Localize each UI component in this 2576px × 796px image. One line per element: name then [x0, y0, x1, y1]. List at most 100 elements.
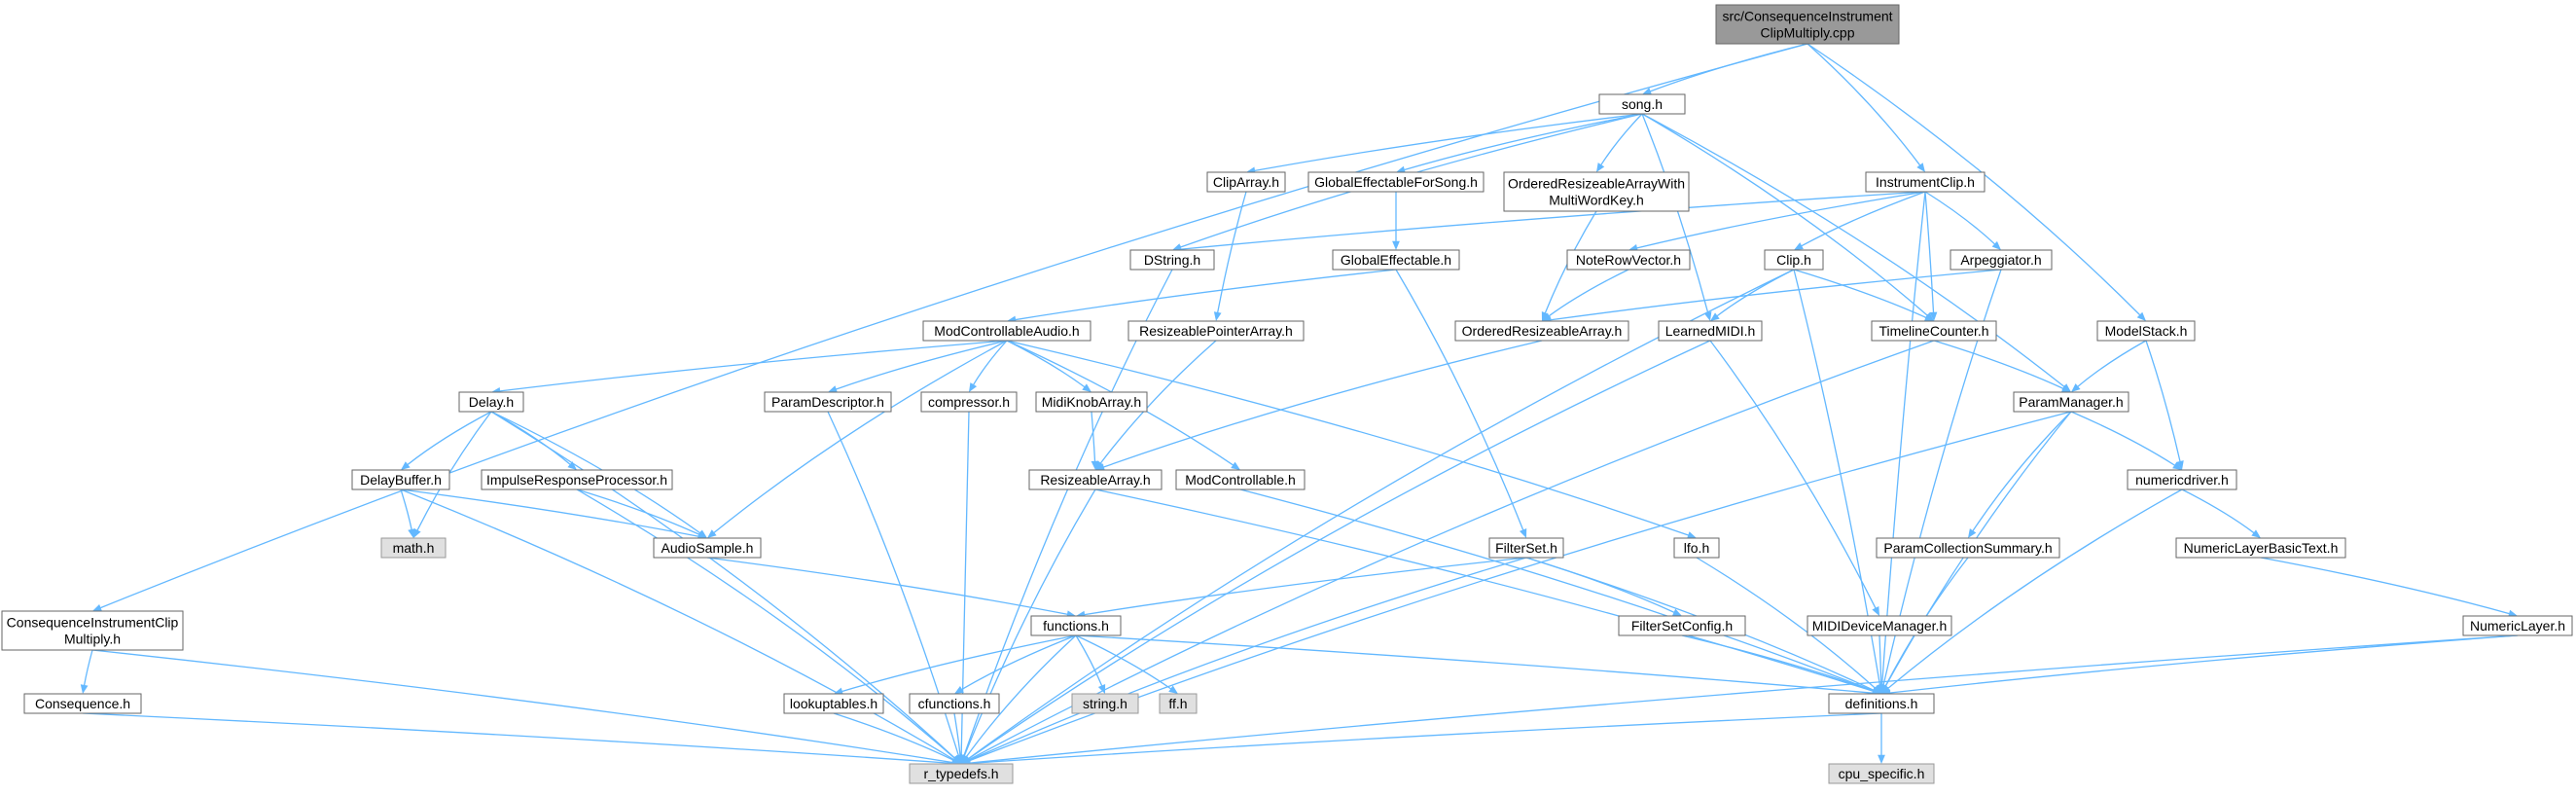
edge-cliparray-to-resizeablepointerarray [1217, 191, 1247, 313]
node-cliparray[interactable]: ClipArray.h [1206, 171, 1286, 193]
node-timelinecounter[interactable]: TimelineCounter.h [1871, 320, 1997, 342]
node-lookuptables[interactable]: lookuptables.h [783, 693, 884, 714]
edge-functions-to-r_typedefs [965, 634, 1077, 758]
node-modcontrollable[interactable]: ModControllable.h [1175, 469, 1306, 490]
node-label-modelstack: ModelStack.h [2105, 323, 2188, 339]
node-box-ff [1159, 693, 1198, 714]
node-delaybuffer[interactable]: DelayBuffer.h [351, 469, 450, 490]
node-parammanager[interactable]: ParamManager.h [2013, 391, 2129, 413]
node-instrumentclip[interactable]: InstrumentClip.h [1865, 171, 1986, 193]
node-label-lfo: lfo.h [1684, 540, 1709, 556]
node-math[interactable]: math.h [380, 537, 447, 559]
node-compressor[interactable]: compressor.h [920, 391, 1018, 413]
node-box-arpeggiator [1950, 249, 2053, 271]
node-modelstack[interactable]: ModelStack.h [2096, 320, 2196, 342]
node-box-cpu_specific [1828, 763, 1935, 784]
node-definitions[interactable]: definitions.h [1828, 693, 1935, 714]
node-r_typedefs[interactable]: r_typedefs.h [909, 763, 1014, 784]
node-midiknobarray[interactable]: MidiKnobArray.h [1035, 391, 1148, 413]
edge-modcontrollableaudio-to-delay [499, 340, 1008, 392]
node-resizeablepointerarray[interactable]: ResizeablePointerArray.h [1127, 320, 1305, 342]
edge-arpeggiator-to-orderedresizeablearray [1550, 269, 2002, 321]
edge-modcontrollable-to-definitions [1239, 488, 1874, 692]
node-learnedmidi[interactable]: LearnedMIDI.h [1658, 320, 1763, 342]
node-string[interactable]: string.h [1071, 693, 1139, 714]
arrowhead-parammanager-to-paramcollectionsummary [1968, 528, 1977, 538]
node-box-delay [458, 391, 524, 413]
edge-song-to-parammanager [1641, 113, 2065, 387]
edge-resizeablearray-to-r_typedefs [963, 488, 1096, 756]
node-label-definitions: definitions.h [1845, 696, 1918, 711]
node-cfunctions[interactable]: cfunctions.h [909, 693, 1000, 714]
node-song[interactable]: song.h [1598, 93, 1686, 115]
node-box-learnedmidi [1658, 320, 1763, 342]
node-irp[interactable]: ImpulseResponseProcessor.h [481, 469, 673, 490]
node-consequence[interactable]: Consequence.h [23, 693, 142, 714]
node-box-compressor [920, 391, 1018, 413]
node-label-consequence: Consequence.h [35, 696, 130, 711]
node-globaleffforsong[interactable]: GlobalEffectableForSong.h [1307, 171, 1485, 193]
edge-modcontrollableaudio-to-midiknobarray [1006, 340, 1086, 388]
node-label-lookuptables: lookuptables.h [790, 696, 877, 711]
node-box-irp [481, 469, 673, 490]
node-resizeablearray[interactable]: ResizeableArray.h [1028, 469, 1163, 490]
node-audiosample[interactable]: AudioSample.h [653, 537, 762, 559]
node-noterowvector[interactable]: NoteRowVector.h [1566, 249, 1691, 271]
edge-audiosample-to-functions [706, 557, 1068, 615]
node-box-filtersetconfig [1618, 615, 1746, 636]
node-cpu_specific[interactable]: cpu_specific.h [1828, 763, 1935, 784]
edge-functions-to-string [1075, 634, 1103, 686]
node-dstring[interactable]: DString.h [1129, 249, 1215, 271]
node-paramcollectionsummary[interactable]: ParamCollectionSummary.h [1876, 537, 2060, 559]
edge-modcontrollableaudio-to-compressor [973, 340, 1008, 385]
arrowhead-modelstack-to-numericdriver [2176, 460, 2184, 470]
node-ff[interactable]: ff.h [1159, 693, 1198, 714]
node-arpeggiator[interactable]: Arpeggiator.h [1950, 249, 2053, 271]
node-root: src/ConsequenceInstrumentClipMultiply.cp… [1715, 4, 1900, 45]
arrowhead-cicm-to-consequence [80, 684, 89, 694]
node-functions[interactable]: functions.h [1030, 615, 1122, 636]
node-lfo[interactable]: lfo.h [1673, 537, 1720, 559]
node-label-modcontrollableaudio: ModControllableAudio.h [934, 323, 1079, 339]
node-label-arpeggiator: Arpeggiator.h [1960, 252, 2041, 268]
edge-filterset-to-filtersetconfig [1525, 557, 1675, 613]
edge-midiknobarray-to-resizeablearray [1091, 411, 1096, 462]
node-filterset[interactable]: FilterSet.h [1488, 537, 1564, 559]
arrowhead-functions-to-lookuptables [834, 687, 843, 696]
node-paramdescriptor[interactable]: ParamDescriptor.h [764, 391, 892, 413]
node-label-globaleffforsong: GlobalEffectableForSong.h [1314, 174, 1478, 190]
arrowhead-modcontrollableaudio-to-lfo [1687, 531, 1697, 539]
arrowhead-delaybuffer-to-math [408, 528, 415, 538]
node-box-modelstack [2096, 320, 2196, 342]
node-box-orderedresizeablearray [1454, 320, 1629, 342]
arrowhead-root-to-cicm [92, 603, 102, 612]
arrowhead-midiknobarray-to-resizeablearray [1091, 460, 1099, 470]
arrowhead-modcontrollableaudio-to-compressor [969, 382, 978, 392]
edge-definitions-to-r_typedefs [969, 712, 1882, 765]
arrowhead-globaleff-to-filterset [1519, 528, 1527, 538]
node-label-resizeablepointerarray: ResizeablePointerArray.h [1139, 323, 1293, 339]
edge-numericlayer-to-definitions [1889, 634, 2519, 694]
node-label-clip: Clip.h [1776, 252, 1811, 268]
node-filtersetconfig[interactable]: FilterSetConfig.h [1618, 615, 1746, 636]
arrowhead-instrumentclip-to-arpeggiator [1991, 240, 2001, 250]
node-label-noterowvector: NoteRowVector.h [1576, 252, 1681, 268]
node-label-delaybuffer: DelayBuffer.h [360, 472, 442, 488]
arrowhead-delay-to-irp [567, 461, 577, 470]
node-numericdriver[interactable]: numericdriver.h [2127, 469, 2237, 490]
node-label-cicm-line2: Multiply.h [64, 632, 121, 647]
node-box-audiosample [653, 537, 762, 559]
node-mididevicemanager[interactable]: MIDIDeviceManager.h [1807, 615, 1952, 636]
node-orderedresizeablearray[interactable]: OrderedResizeableArray.h [1454, 320, 1629, 342]
node-label-resizeablearray: ResizeableArray.h [1040, 472, 1150, 488]
node-clip[interactable]: Clip.h [1764, 249, 1824, 271]
node-label-functions: functions.h [1043, 618, 1109, 633]
node-globaleff[interactable]: GlobalEffectable.h [1332, 249, 1460, 271]
node-delay[interactable]: Delay.h [458, 391, 524, 413]
node-box-root [1715, 4, 1900, 45]
node-numericlayerbasictext[interactable]: NumericLayerBasicText.h [2175, 537, 2346, 559]
node-numericlayer[interactable]: NumericLayer.h [2462, 615, 2573, 636]
node-modcontrollableaudio[interactable]: ModControllableAudio.h [922, 320, 1091, 342]
